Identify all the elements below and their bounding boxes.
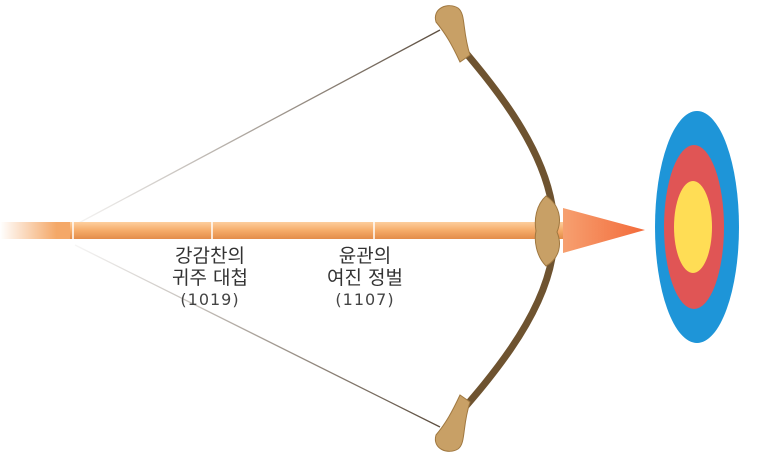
arrowhead (563, 208, 645, 253)
bowstring-lower (74, 244, 441, 428)
target-center (674, 181, 712, 273)
bow-tip-lower (434, 394, 471, 452)
archery-target (655, 111, 739, 343)
event-year: (1107) (335, 290, 395, 309)
event-name-line1: 강감찬의 (175, 245, 245, 267)
event-name-line1: 윤관의 (338, 245, 392, 267)
event-label-guiju: 강감찬의 귀주 대첩 (1019) (160, 245, 260, 311)
arrow (0, 208, 645, 253)
bow-grip (534, 195, 560, 267)
bow (434, 5, 560, 452)
event-name-line2: 귀주 대첩 (172, 267, 248, 289)
event-year: (1019) (180, 290, 240, 309)
bowstring-upper (74, 29, 441, 226)
bow-tip-upper (434, 5, 471, 63)
event-label-yeojin: 윤관의 여진 정벌 (1107) (315, 245, 415, 311)
event-name-line2: 여진 정벌 (327, 267, 403, 289)
